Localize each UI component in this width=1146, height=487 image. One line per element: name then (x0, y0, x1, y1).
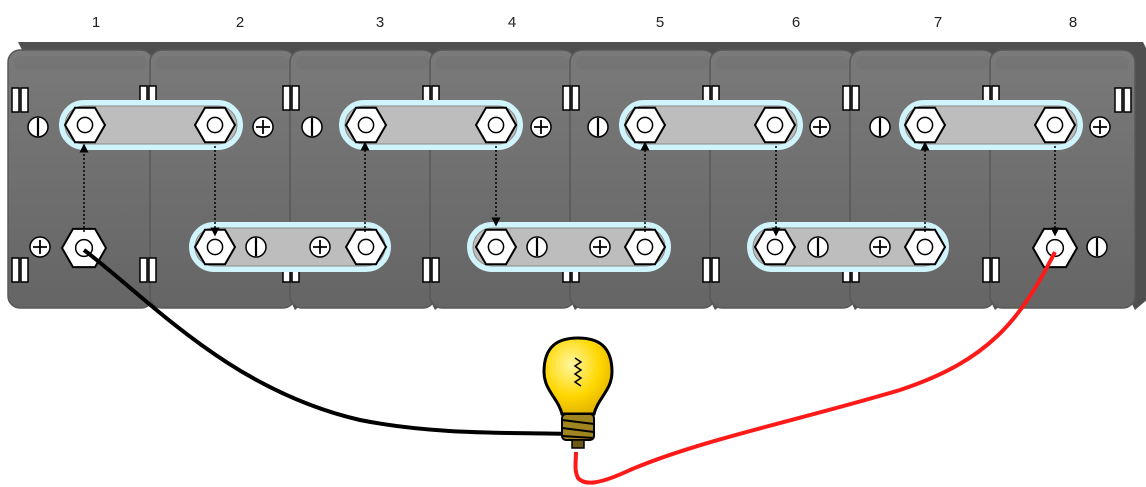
plus-circle-icon (530, 116, 552, 138)
negative-lead-wire (82, 248, 569, 436)
light-bulb-icon (542, 336, 614, 449)
terminal-nut (344, 228, 388, 266)
terminal-nut (623, 228, 667, 266)
minus-circle-icon (807, 236, 829, 258)
terminal-nut (753, 106, 797, 144)
top-connector-strap (59, 100, 243, 150)
minus-circle-icon (1086, 236, 1108, 258)
vent-cap-icon (20, 87, 29, 113)
terminal-nut (63, 106, 107, 144)
top-connector-strap (899, 100, 1083, 150)
terminal-nut (753, 228, 797, 266)
top-connector-strap (619, 100, 803, 150)
terminal-nut (193, 106, 237, 144)
positive-main-terminal (1031, 227, 1079, 269)
plus-circle-icon (29, 236, 51, 258)
bottom-connector-strap (747, 222, 949, 272)
cell-number-6: 6 (792, 14, 800, 31)
terminals (27, 106, 1111, 269)
terminal-nut (474, 106, 518, 144)
vent-cap-icon (1123, 87, 1132, 113)
vent-cap-icon (571, 85, 580, 111)
vent-cap-icon (1114, 87, 1123, 113)
minus-circle-icon (587, 116, 609, 138)
cell-number-7: 7 (934, 14, 942, 31)
cell-number-2: 2 (236, 14, 244, 31)
plus-circle-icon (589, 236, 611, 258)
current-flow-arrows (79, 141, 1060, 237)
bottom-connector-strap (467, 222, 671, 272)
cell-number-labels: 1 2 3 4 5 6 7 8 (92, 14, 1077, 31)
terminal-nut (1033, 106, 1077, 144)
vent-cap-icon (982, 257, 991, 283)
vent-cap-icon (282, 85, 291, 111)
vent-cap-icon (139, 257, 148, 283)
vent-cap-icon (851, 85, 860, 111)
vent-cap-icon (422, 257, 431, 283)
terminal-nut (193, 228, 237, 266)
cell-number-1: 1 (92, 14, 100, 31)
minus-circle-icon (245, 236, 267, 258)
vent-cap-icon (562, 85, 571, 111)
plus-circle-icon (869, 236, 891, 258)
vent-cap-icon (842, 85, 851, 111)
vent-cap-icon (991, 257, 1000, 283)
vent-cap-icon (20, 257, 29, 283)
minus-circle-icon (869, 116, 891, 138)
vent-cap-icon (11, 87, 20, 113)
minus-circle-icon (526, 236, 548, 258)
terminal-nut (474, 228, 518, 266)
vent-cap-icon (291, 85, 300, 111)
connector-straps (59, 100, 1083, 272)
minus-circle-icon (27, 116, 49, 138)
plus-circle-icon (252, 116, 274, 138)
cell-number-8: 8 (1069, 14, 1077, 31)
vent-cap-icon (711, 257, 720, 283)
vent-cap-icon (11, 257, 20, 283)
cell-number-4: 4 (508, 14, 516, 31)
bottom-connector-strap (189, 222, 391, 272)
plus-circle-icon (309, 236, 331, 258)
cell-number-5: 5 (656, 14, 664, 31)
terminal-nut (903, 228, 947, 266)
vent-cap-icon (148, 257, 157, 283)
plus-circle-icon (809, 116, 831, 138)
cell-number-3: 3 (376, 14, 384, 31)
terminal-nut (903, 106, 947, 144)
minus-circle-icon (301, 116, 323, 138)
vent-cap-icon (702, 257, 711, 283)
vent-cap-icon (431, 257, 440, 283)
positive-lead-wire (573, 251, 1057, 485)
terminal-nut (344, 106, 388, 144)
plus-circle-icon (1089, 116, 1111, 138)
battery-cell (989, 42, 1146, 310)
terminal-nut (623, 106, 667, 144)
